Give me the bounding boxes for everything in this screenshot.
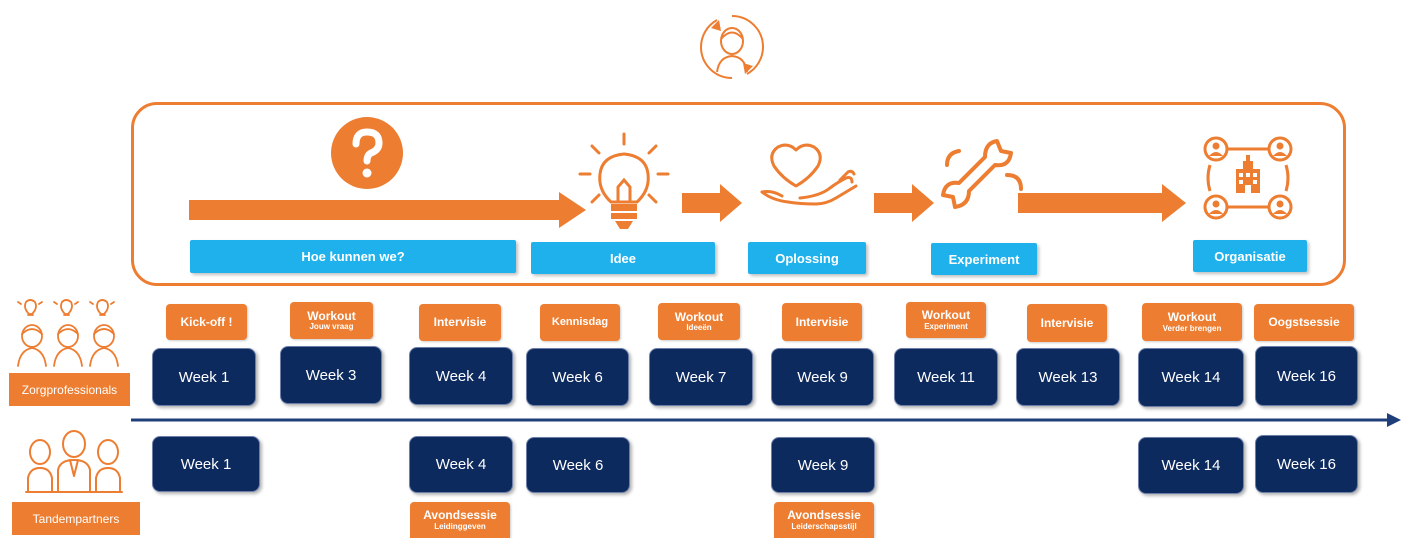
stage-experiment: Experiment xyxy=(931,243,1037,275)
week-box: Week 14 xyxy=(1138,437,1244,494)
week-box: Week 3 xyxy=(280,346,382,404)
week-box: Week 4 xyxy=(409,436,513,493)
role-zorgprofessionals: Zorgprofessionals xyxy=(9,373,130,406)
lightbulb-icon xyxy=(578,132,670,229)
week-box: Week 1 xyxy=(152,348,256,406)
role-tandempartners: Tandempartners xyxy=(12,502,140,535)
week-box: Week 6 xyxy=(526,437,630,493)
process-arrow xyxy=(189,192,586,228)
week-box: Week 9 xyxy=(771,348,874,406)
professionals-group-icon xyxy=(17,299,119,367)
week-box: Week 1 xyxy=(152,436,260,492)
activity-box: Intervisie xyxy=(1027,304,1107,342)
week-box: Week 4 xyxy=(409,347,513,405)
process-arrow xyxy=(682,184,742,222)
week-box: Week 9 xyxy=(771,437,875,493)
stage-oplossing: Oplossing xyxy=(748,242,866,274)
stage-organisatie: Organisatie xyxy=(1193,240,1307,272)
activity-box: Oogstsessie xyxy=(1254,304,1354,341)
activity-box: Kennisdag xyxy=(540,304,620,341)
timeline-arrow xyxy=(131,413,1401,427)
partners-group-icon xyxy=(25,430,123,493)
activity-box: Intervisie xyxy=(782,303,862,341)
wrench-icon xyxy=(941,139,1023,209)
organisation-network-icon xyxy=(1203,136,1293,220)
week-box: Week 11 xyxy=(894,348,998,406)
activity-box: Intervisie xyxy=(419,304,501,341)
stage-hoe-kunnen-we: Hoe kunnen we? xyxy=(190,240,516,273)
week-box: Week 16 xyxy=(1255,435,1358,493)
question-icon xyxy=(331,117,403,189)
week-box: Week 7 xyxy=(649,348,753,406)
process-panel xyxy=(131,102,1346,286)
week-box: Week 16 xyxy=(1255,346,1358,406)
week-box: Week 6 xyxy=(526,348,629,406)
process-arrow xyxy=(1018,184,1186,222)
week-box: Week 13 xyxy=(1016,348,1120,406)
person-cycle-icon xyxy=(700,15,764,79)
stage-idee: Idee xyxy=(531,242,715,274)
heart-hand-icon xyxy=(760,143,858,206)
week-box: Week 14 xyxy=(1138,348,1244,407)
activity-box: Kick-off ! xyxy=(166,304,247,340)
process-arrow xyxy=(874,184,934,222)
